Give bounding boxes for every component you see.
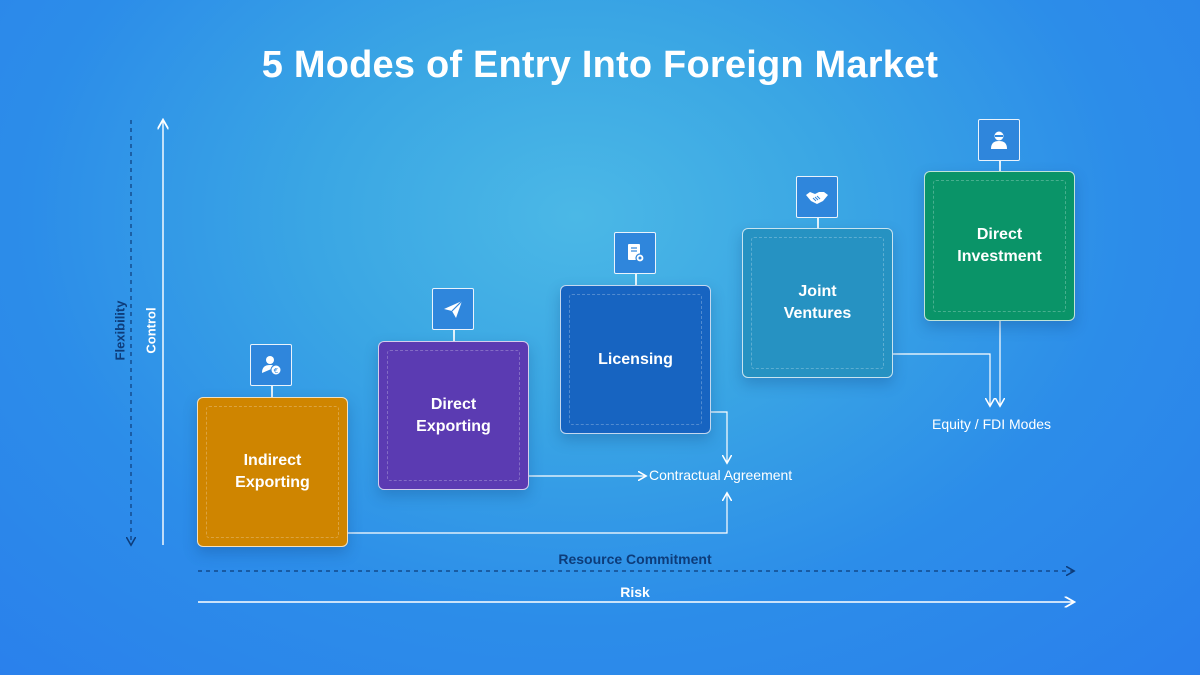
resource-commitment-label: Resource Commitment bbox=[558, 551, 712, 567]
mode-card-direct-exporting: Direct Exporting bbox=[378, 341, 529, 490]
mode-card-licensing: Licensing bbox=[560, 285, 711, 434]
flexibility-label: Flexibility bbox=[112, 300, 128, 361]
diagram-title: 5 Modes of Entry Into Foreign Market bbox=[261, 44, 939, 86]
paper-plane-icon bbox=[432, 288, 474, 330]
mode-card-joint-ventures: Joint Ventures bbox=[742, 228, 893, 378]
mode-label: Indirect Exporting bbox=[235, 452, 310, 491]
icon-stem bbox=[453, 330, 455, 341]
mode-label: Direct Exporting bbox=[416, 395, 491, 435]
mode-card-direct-investment: Direct Investment bbox=[924, 171, 1075, 321]
indirect-exporting-connector bbox=[347, 494, 727, 534]
person-money-icon: € bbox=[250, 344, 292, 386]
certificate-document-icon bbox=[614, 232, 656, 274]
joint-ventures-connector bbox=[892, 353, 990, 405]
equity-fdi-modes-label: Equity / FDI Modes bbox=[932, 416, 1052, 432]
contractual-agreement-label: Contractual Agreement bbox=[649, 467, 793, 483]
handshake-icon bbox=[796, 176, 838, 218]
licensing-connector bbox=[711, 411, 727, 462]
mode-label: Joint Ventures bbox=[783, 283, 852, 322]
investor-person-icon bbox=[978, 119, 1020, 161]
mode-label: Direct Investment bbox=[957, 226, 1042, 265]
svg-text:€: € bbox=[274, 367, 278, 375]
mode-card-indirect-exporting: Indirect Exporting bbox=[197, 397, 348, 547]
icon-stem bbox=[999, 161, 1001, 172]
mode-label: Licensing bbox=[598, 350, 673, 368]
icon-stem bbox=[635, 274, 637, 285]
control-label: Control bbox=[143, 307, 159, 354]
icon-stem bbox=[817, 218, 819, 229]
icon-stem bbox=[271, 386, 273, 397]
risk-label: Risk bbox=[620, 584, 650, 600]
